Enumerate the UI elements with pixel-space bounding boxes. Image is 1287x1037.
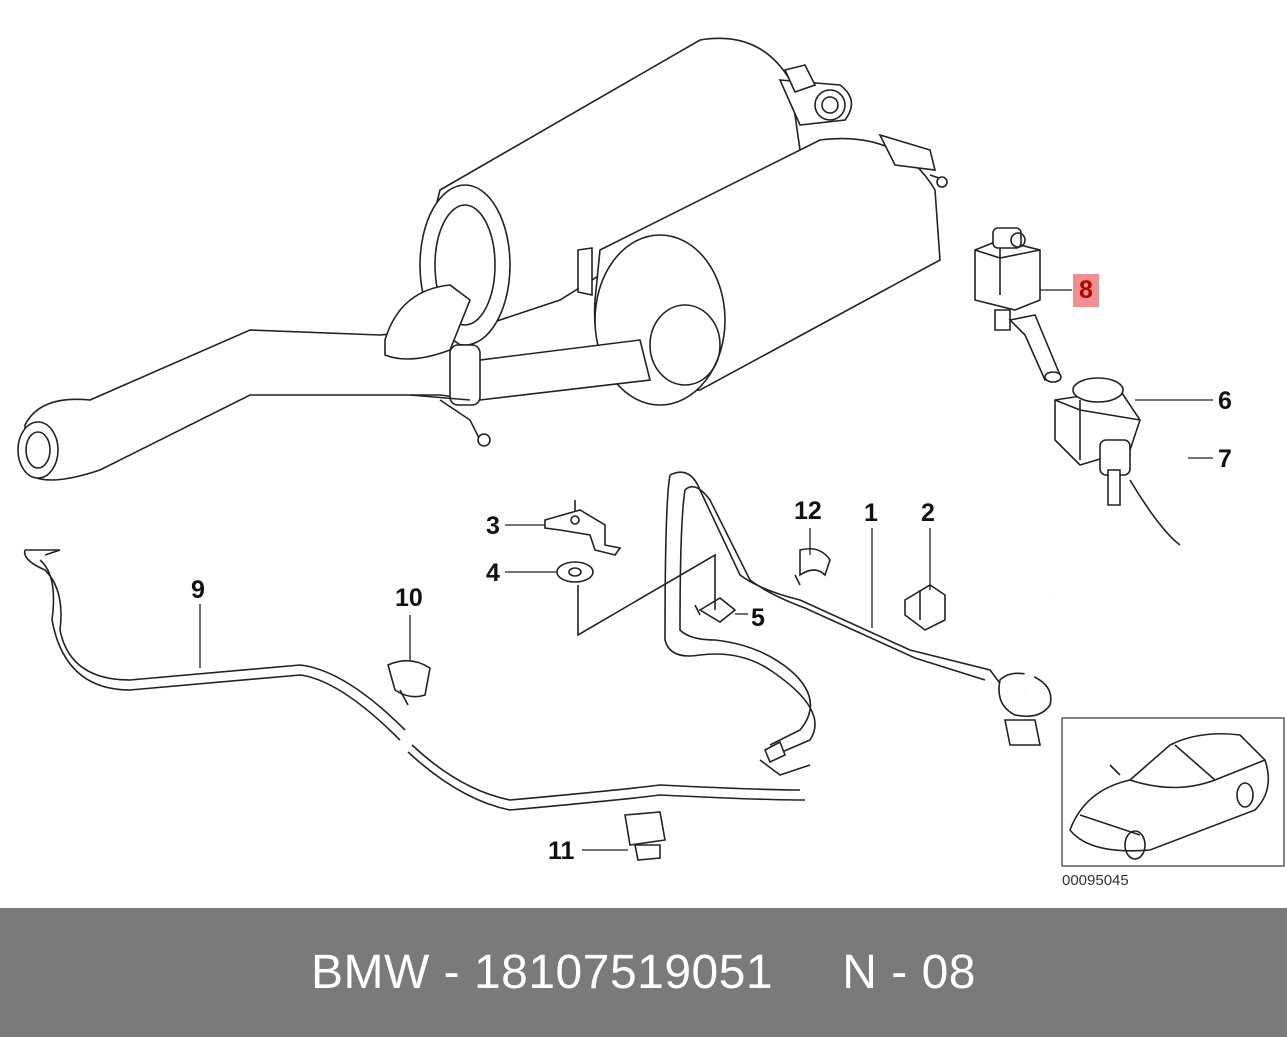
diagram-reference-code: 00095045 [1062,872,1129,889]
part-5-nut [694,597,737,623]
part-3-bracket [544,500,622,556]
callout-8: 8 [1073,274,1099,307]
part-10-clip [387,659,431,706]
callout-9: 9 [191,576,205,604]
callout-1: 1 [864,499,878,527]
leader-lines [199,289,1213,851]
car-locator-inset [1061,717,1285,867]
callout-10: 10 [395,584,423,612]
part-11-clip [624,811,666,861]
part-2-clip [904,584,946,631]
part-12-clip [794,547,831,586]
part-7-hose [1129,444,1208,583]
part-8-pressure-converter [974,227,1062,383]
callout-4: 4 [486,559,500,587]
callout-12: 12 [794,497,822,525]
callout-7: 7 [1218,445,1232,473]
callout-3: 3 [486,512,500,540]
callout-11: 11 [548,837,575,865]
callout-5: 5 [751,604,765,632]
part-4-washer [556,561,594,583]
part-6-pressure-converter [1054,377,1141,506]
callout-2: 2 [921,499,935,527]
part-number-title: BMW - 18107519051 N - 08 [311,946,976,999]
part-9-hose [23,549,806,811]
exhaust-parts-diagram [17,37,1285,867]
assembly-guide-line [577,553,716,637]
part-1-vacuum-line [664,471,1057,776]
rear-muffler-lower [577,133,948,406]
exhaust-pipes [17,284,651,481]
callout-6: 6 [1218,387,1232,415]
footer-bar: BMW - 18107519051 N - 08 [0,908,1287,1037]
